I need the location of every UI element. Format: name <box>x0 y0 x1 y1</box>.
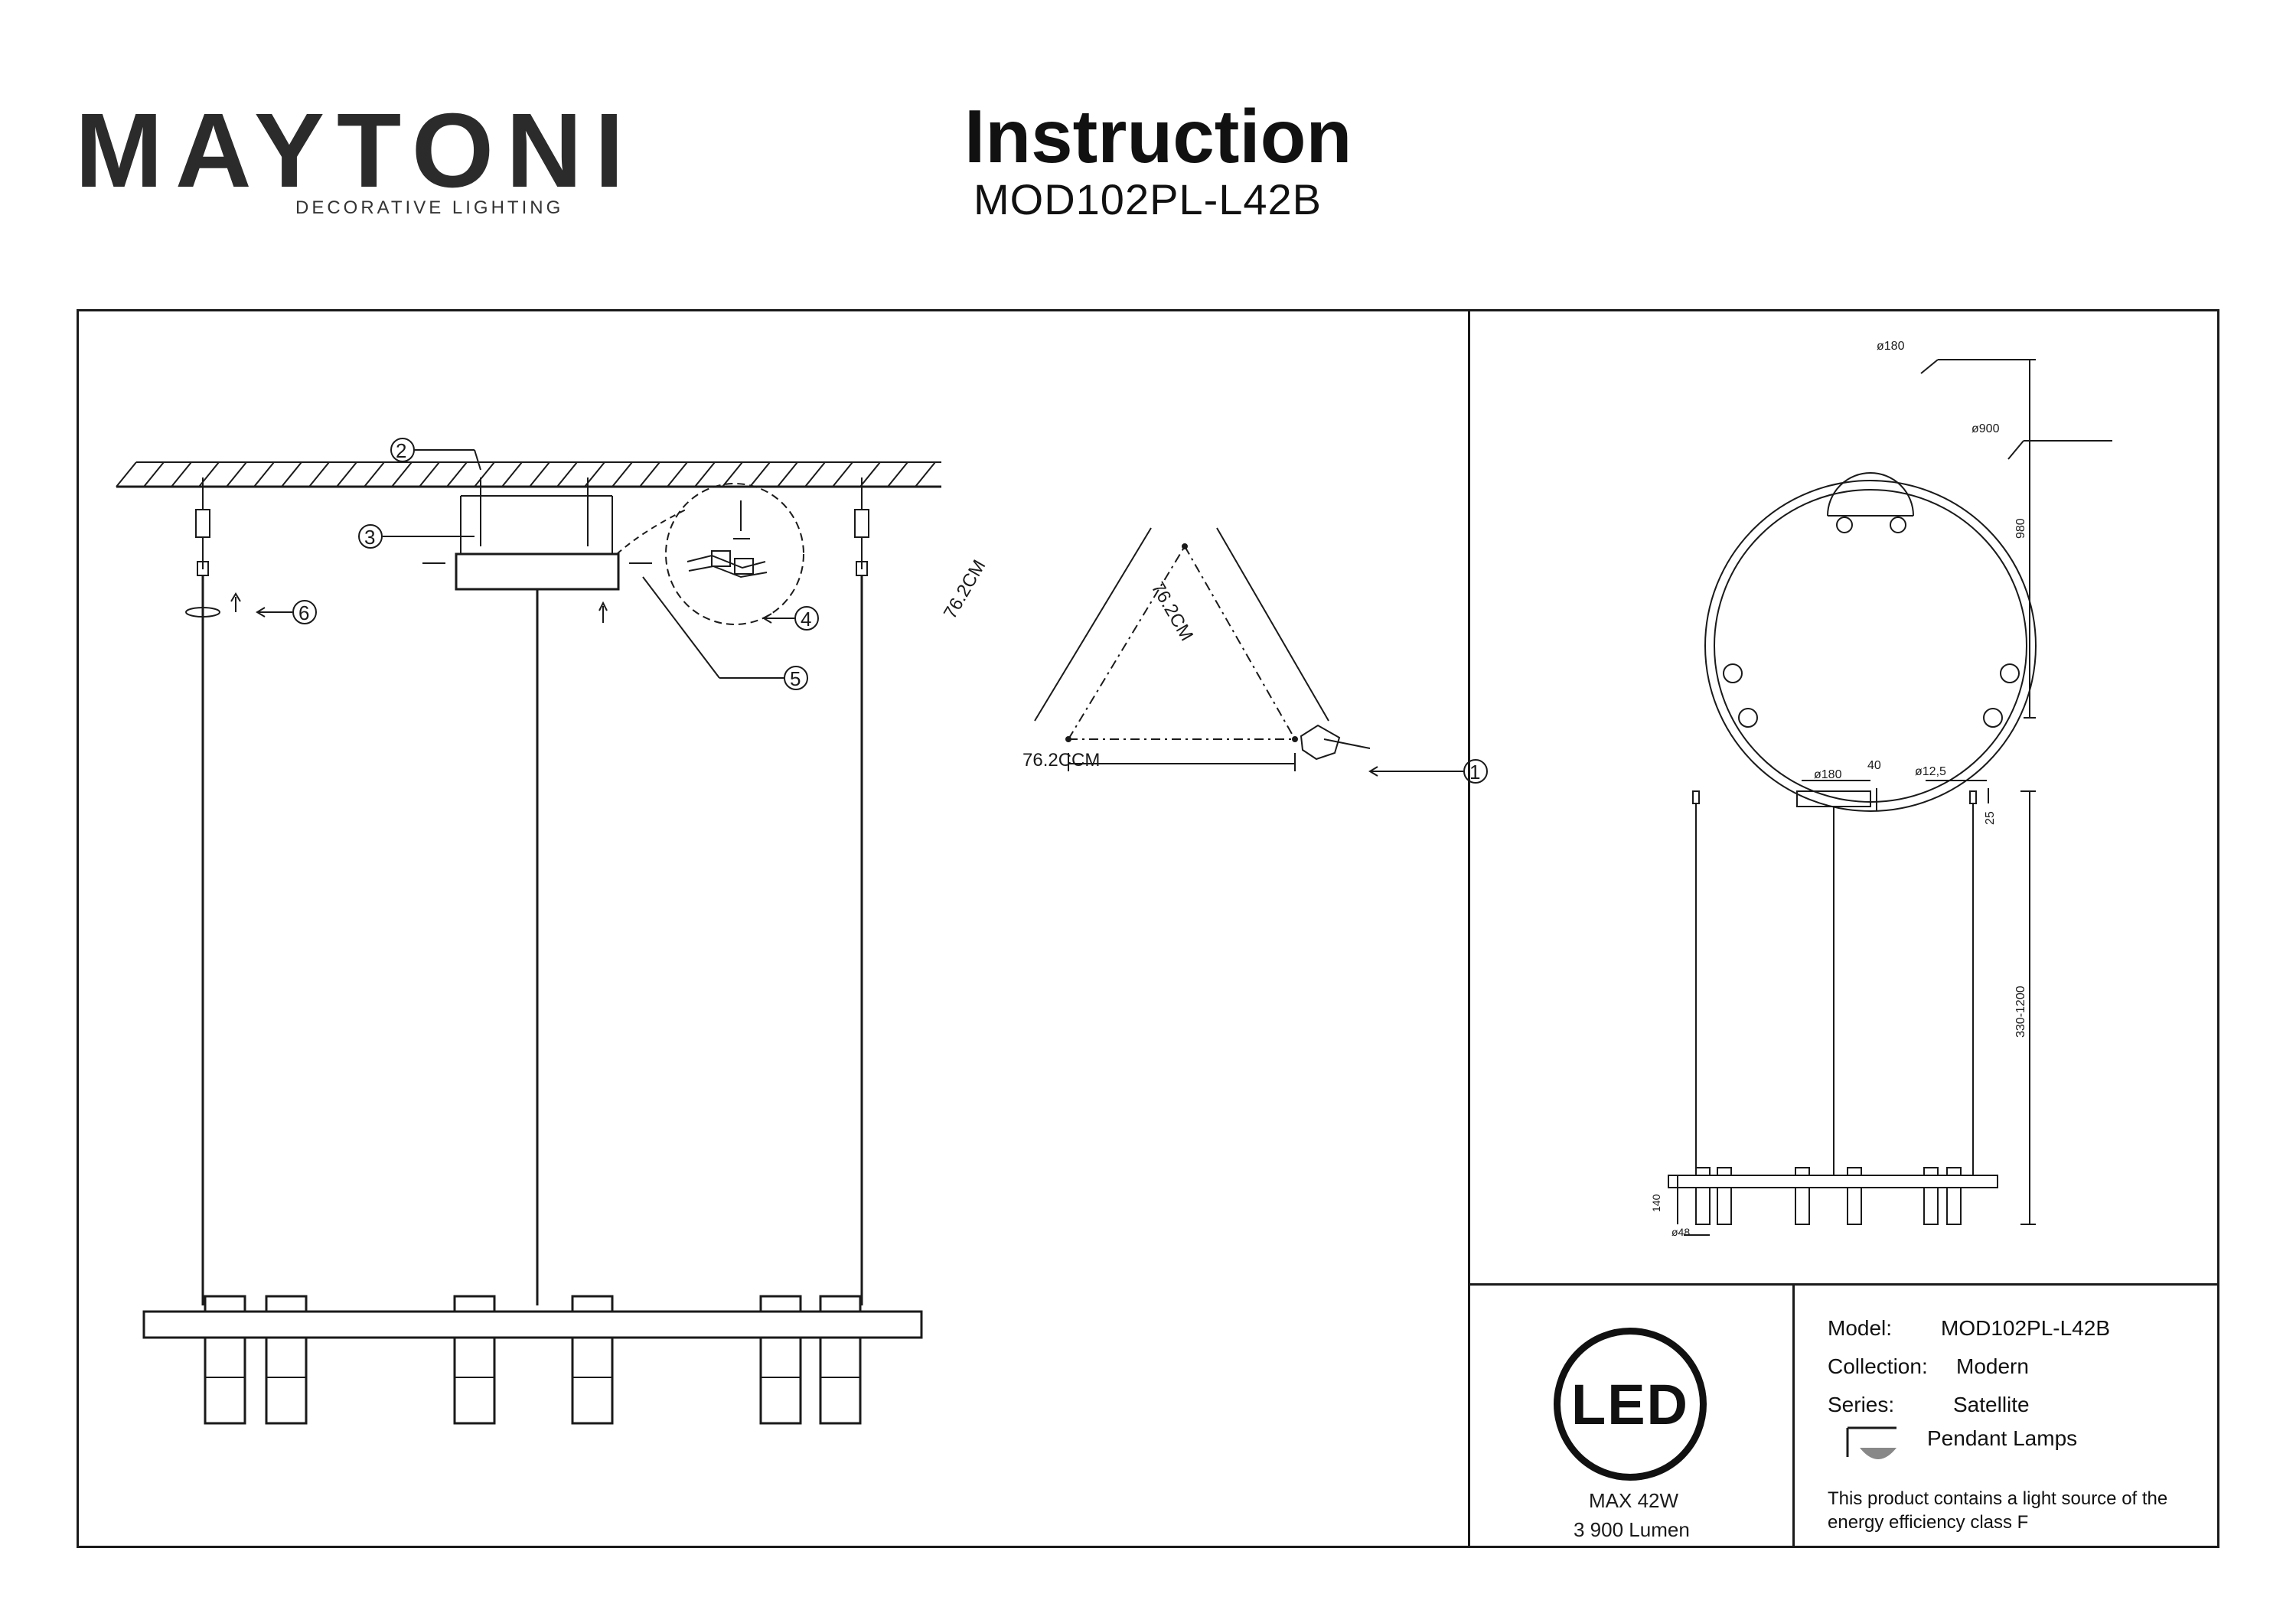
series-label: Series: <box>1828 1393 1895 1416</box>
canopy-diameter-label: ø180 <box>1877 340 1905 353</box>
document-title: Instruction <box>964 94 1352 178</box>
cable-fixing-diameter-label: ø12,5 <box>1915 765 1946 778</box>
right-cable-anchor <box>854 477 869 576</box>
collection-label: Collection: <box>1828 1354 1928 1378</box>
callout-3: 3 <box>364 526 376 549</box>
technical-drawing <box>116 359 2112 1459</box>
side-view-drawing <box>1668 780 2036 1236</box>
collection-value: Modern <box>1956 1354 2029 1378</box>
panel-divider-vertical <box>1468 309 1470 1548</box>
model-code: MOD102PL-L42B <box>974 175 1322 223</box>
callout-1: 1 <box>1469 761 1481 784</box>
series-value: Satellite <box>1953 1393 2030 1416</box>
canopy-height-label: 40 <box>1867 759 1881 772</box>
triangle-side-bottom-label: 76.2CCM <box>1022 750 1101 771</box>
cable-fixing-height-label: 25 <box>1984 811 1997 825</box>
led-badge: LED <box>1554 1328 1707 1481</box>
pendant-lamp-icon <box>1846 1426 1896 1459</box>
lumen-value: 3 900 Lumen <box>1574 1518 1690 1541</box>
side-canopy-diameter-label: ø180 <box>1814 768 1842 781</box>
head-height-label: 140 <box>1650 1194 1662 1212</box>
ceiling <box>116 461 941 488</box>
overall-height-label: 980 <box>2014 518 2027 539</box>
category-value: Pendant Lamps <box>1927 1426 2078 1450</box>
left-cable-anchor <box>195 477 210 576</box>
callout-4: 4 <box>801 608 812 631</box>
model-label: Model: <box>1828 1316 1893 1340</box>
panel-divider-horizontal <box>1468 1283 2219 1286</box>
max-power: MAX 42W <box>1589 1489 1679 1512</box>
head-diameter-label: ø48 <box>1671 1226 1691 1238</box>
callout-5: 5 <box>790 667 801 690</box>
ceiling-hole-template <box>1034 527 1488 784</box>
brand-logo: MAYTONI <box>75 92 637 210</box>
top-view-drawing <box>1704 359 2112 812</box>
suspension-range-label: 330-1200 <box>2014 986 2027 1038</box>
ring-diameter-label: ø900 <box>1971 422 2000 435</box>
info-divider-vertical <box>1792 1283 1795 1548</box>
model-value: MOD102PL-L42B <box>1941 1316 2111 1340</box>
brand-subtitle: DECORATIVE LIGHTING <box>295 197 564 218</box>
drawing-frame <box>77 309 2219 1548</box>
callout-6: 6 <box>298 601 310 624</box>
lamp-bar <box>142 1295 923 1425</box>
energy-class-note: This product contains a light source of … <box>1828 1488 2168 1533</box>
callout-2: 2 <box>396 439 407 462</box>
